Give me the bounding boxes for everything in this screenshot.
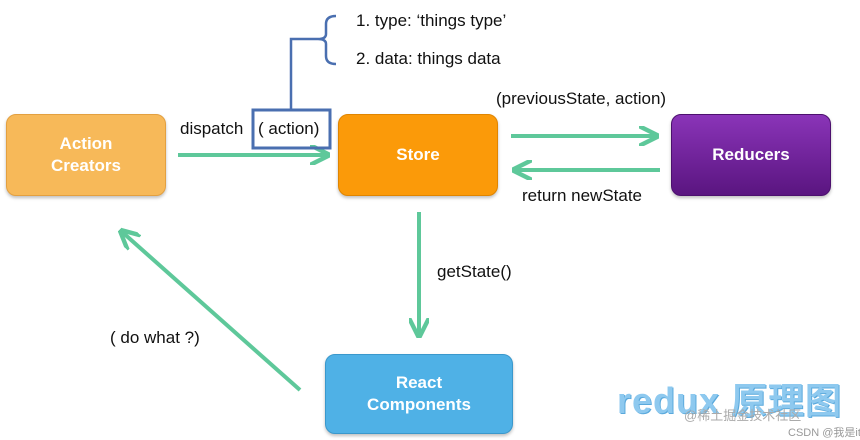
redux-diagram-title-watermark: redux 原理图: [617, 380, 843, 421]
action-curly-bracket: [317, 14, 337, 66]
store-label: Store: [396, 145, 440, 164]
action-creators-label: Action Creators: [51, 134, 121, 175]
reducers-node: Reducers: [671, 114, 831, 196]
return-new-state-label: return newState: [522, 186, 643, 205]
action-label: ( action): [258, 119, 320, 138]
store-node: Store: [338, 114, 498, 196]
source-watermark: @稀土掘金技术社区: [684, 408, 802, 423]
react-components-label: React Components: [367, 373, 471, 414]
dispatch-label: dispatch: [180, 119, 244, 138]
do-what-label: ( do what ?): [110, 328, 200, 347]
reducers-label: Reducers: [712, 145, 790, 164]
action-data-label: 2. data: things data: [356, 49, 501, 68]
get-state-label: getState(): [437, 262, 512, 281]
arrow-do-what: [121, 231, 302, 392]
action-creators-node: Action Creators: [6, 114, 166, 196]
react-components-node: React Components: [325, 354, 513, 434]
action-type-label: 1. type: ‘things type’: [356, 11, 507, 30]
action-bracket-connector: [289, 37, 318, 110]
previous-state-label: (previousState, action): [496, 89, 667, 108]
csdn-watermark: CSDN @我是it: [788, 427, 860, 439]
